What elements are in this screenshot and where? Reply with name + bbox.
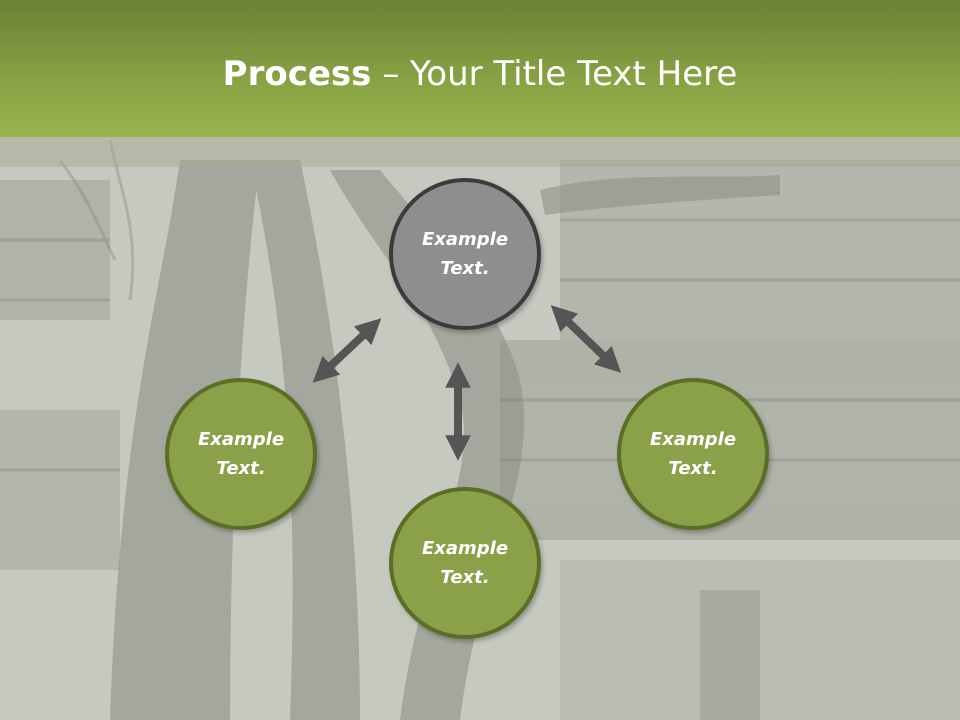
arrow-top-right: [550, 305, 622, 373]
title-rest: Your Title Text Here: [410, 54, 738, 94]
node-right[interactable]: Example Text.: [617, 378, 769, 530]
node-top-label: Example Text.: [421, 229, 509, 279]
node-left-label: Example Text.: [197, 429, 285, 479]
arrow-top-left: [312, 318, 382, 383]
node-bottom-label: Example Text.: [421, 538, 509, 588]
title-dash: –: [371, 54, 411, 94]
title-bar: [0, 0, 960, 137]
node-bottom[interactable]: Example Text.: [389, 487, 541, 639]
slide-title: Process – Your Title Text Here: [0, 52, 960, 96]
node-right-label: Example Text.: [649, 429, 737, 479]
node-left[interactable]: Example Text.: [165, 378, 317, 530]
title-bold: Process: [222, 54, 372, 94]
node-top[interactable]: Example Text.: [389, 178, 541, 330]
